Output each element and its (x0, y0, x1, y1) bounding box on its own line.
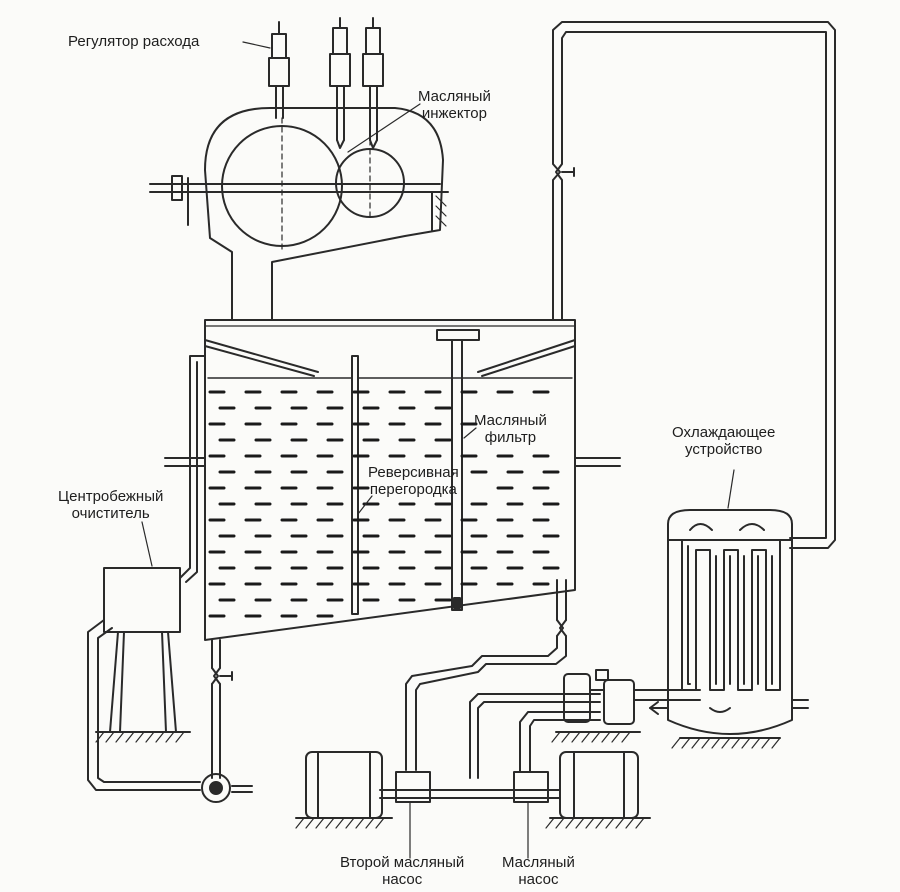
hatch-mark (671, 737, 681, 749)
pump-pipes (379, 619, 601, 799)
hatch-mark (625, 817, 635, 829)
cleaner-pipes (87, 355, 253, 803)
centrifugal-cleaner (95, 521, 191, 733)
hatch-mark (555, 817, 565, 829)
hatch-mark (731, 737, 741, 749)
hatch-mark (615, 817, 625, 829)
hatch-mark (611, 731, 621, 743)
hatch-mark (591, 731, 601, 743)
hatch-mark (305, 817, 315, 829)
hatch-mark (575, 817, 585, 829)
hatch-mark (581, 731, 591, 743)
flow-regulator-middle (329, 17, 351, 149)
hatch-mark (585, 817, 595, 829)
oil-tank (164, 319, 621, 641)
return-pipes (552, 21, 836, 549)
oil-injector-label: Масляный инжектор (418, 88, 491, 122)
hatch-mark (595, 817, 605, 829)
hatch-mark (155, 731, 165, 743)
hatch-mark (335, 817, 345, 829)
hatch-mark (345, 817, 355, 829)
hatch-mark (325, 817, 335, 829)
hatch-mark (375, 817, 385, 829)
tank-leaders (357, 427, 477, 515)
centrifugal-cleaner-label: Центробежный очиститель (58, 488, 164, 522)
hatch-mark (355, 817, 365, 829)
flow-regulator-label: Регулятор расхода (68, 33, 200, 50)
ground-hatching (95, 731, 781, 829)
hatch-mark (605, 817, 615, 829)
hatch-mark (105, 731, 115, 743)
reversing-baffle-label: Реверсивная перегородка (368, 464, 459, 498)
hatch-mark (721, 737, 731, 749)
hatch-mark (545, 817, 555, 829)
hatch-mark (751, 737, 761, 749)
hatch-mark (601, 731, 611, 743)
hatch-mark (711, 737, 721, 749)
oil-filter-label: Масляный фильтр (474, 412, 547, 446)
hatch-mark (681, 737, 691, 749)
hatch-mark (635, 817, 645, 829)
gearbox (149, 103, 449, 321)
hatch-mark (771, 737, 781, 749)
hatch-mark (145, 731, 155, 743)
cooling-device-label: Охлаждающее устройство (672, 424, 776, 458)
hatch-mark (571, 731, 581, 743)
flow-regulator-right (362, 17, 384, 149)
hatch-mark (95, 731, 105, 743)
oil-pump-assembly (513, 751, 651, 859)
flow-regulators (242, 17, 384, 149)
hatch-mark (691, 737, 701, 749)
oil-pump-label: Масляный насос (502, 854, 575, 888)
hatch-mark (365, 817, 375, 829)
hatch-mark (761, 737, 771, 749)
hatch-mark (701, 737, 711, 749)
hatch-mark (621, 731, 631, 743)
hatch-mark (565, 817, 575, 829)
hatch-mark (125, 731, 135, 743)
hatch-mark (295, 817, 305, 829)
second-oil-pump-assembly (295, 751, 431, 859)
hatch-mark (165, 731, 175, 743)
hatch-mark (115, 731, 125, 743)
hatch-mark (175, 731, 185, 743)
flow-regulator-left (268, 21, 290, 119)
hatch-mark (551, 731, 561, 743)
cooling-device (649, 469, 809, 739)
hatch-mark (315, 817, 325, 829)
hatch-mark (135, 731, 145, 743)
hatch-mark (561, 731, 571, 743)
hatch-mark (741, 737, 751, 749)
second-oil-pump-label: Второй масляный насос (340, 854, 465, 888)
